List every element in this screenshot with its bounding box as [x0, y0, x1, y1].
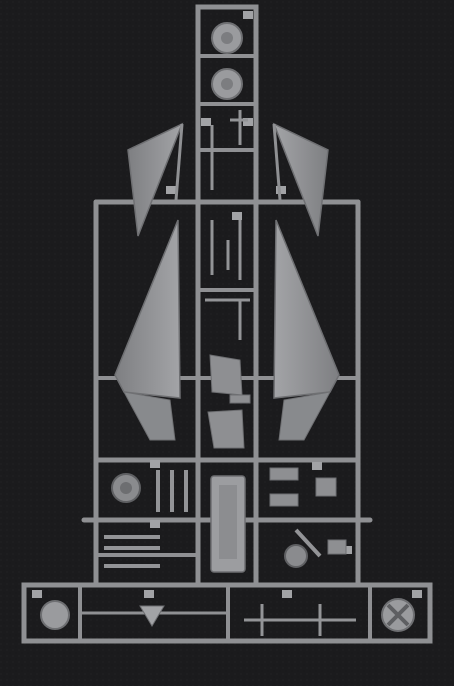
part-number-tabs — [32, 11, 422, 598]
wheel-parts — [211, 22, 243, 100]
small-tower-parts — [205, 110, 250, 340]
left-lower-parts — [104, 470, 188, 568]
central-parts — [207, 354, 251, 449]
right-lower-parts — [269, 467, 347, 568]
upper-left-fin — [127, 122, 184, 237]
bottom-bar-parts — [40, 598, 415, 636]
upper-right-fin — [272, 122, 329, 237]
